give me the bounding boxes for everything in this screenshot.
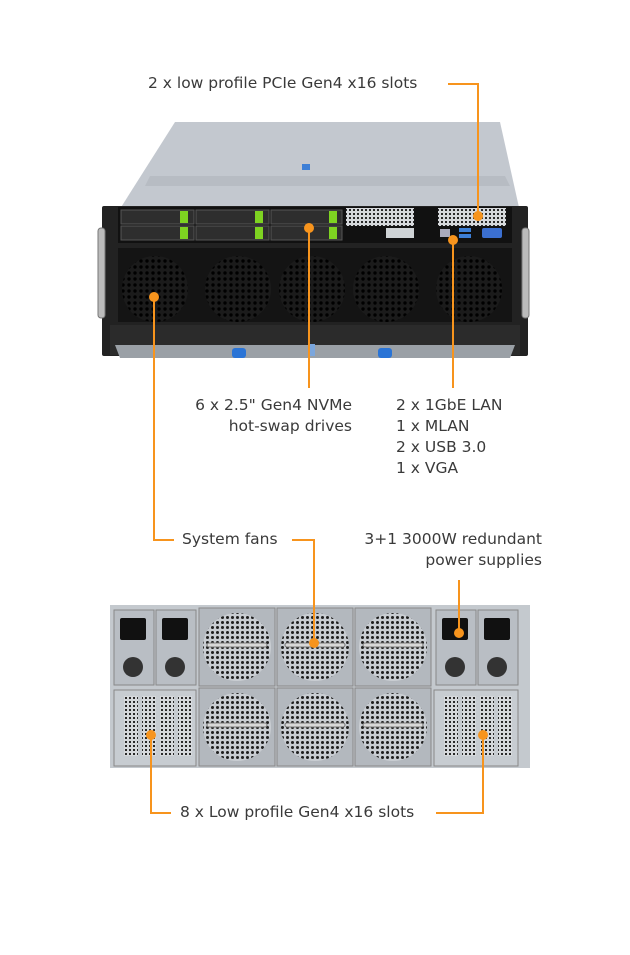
- label-io-ports: 2 x 1GbE LAN 1 x MLAN 2 x USB 3.0 1 x VG…: [396, 395, 503, 479]
- callout-dot-slots-left: [146, 730, 156, 740]
- label-io-usb: 2 x USB 3.0: [396, 438, 487, 456]
- callout-dot-slots-right: [478, 730, 488, 740]
- label-io-lan: 2 x 1GbE LAN: [396, 396, 503, 414]
- callout-dot-io: [448, 235, 458, 245]
- rear-pcie-slots: [113, 689, 519, 767]
- label-power-supplies: 3+1 3000W redundant power supplies: [340, 529, 542, 571]
- label-pcie-front: 2 x low profile PCIe Gen4 x16 slots: [148, 74, 418, 92]
- label-nvme-line-1: 6 x 2.5" Gen4 NVMe: [195, 396, 352, 414]
- nvme-drive-bays: [120, 209, 343, 241]
- rear-fans: [198, 607, 432, 767]
- front-server-image: [97, 122, 530, 358]
- callout-dot-rear-fans: [309, 638, 319, 648]
- label-system-fans: System fans: [182, 530, 278, 548]
- callout-line-slots-left: [150, 735, 171, 814]
- rear-psu-left: [113, 609, 197, 686]
- label-io-vga: 1 x VGA: [396, 459, 459, 477]
- callout-line-front-fans: [153, 297, 174, 541]
- callout-line-rear-fans: [292, 539, 315, 643]
- rear-server-image: [110, 605, 530, 768]
- callout-dot-psu: [454, 628, 464, 638]
- callout-dot-front-fans: [149, 292, 159, 302]
- callout-dot-pcie-front: [473, 211, 483, 221]
- label-rear-slots: 8 x Low profile Gen4 x16 slots: [180, 803, 415, 821]
- label-psu-line-1: 3+1 3000W redundant: [364, 530, 542, 548]
- label-io-mlan: 1 x MLAN: [396, 417, 470, 435]
- callout-line-pcie: [448, 83, 479, 216]
- callout-dot-drives: [304, 223, 314, 233]
- label-psu-line-2: power supplies: [425, 551, 542, 569]
- label-nvme-line-2: hot-swap drives: [228, 417, 352, 435]
- callout-line-slots-right: [436, 735, 484, 814]
- label-nvme-drives: 6 x 2.5" Gen4 NVMe hot-swap drives: [180, 395, 352, 437]
